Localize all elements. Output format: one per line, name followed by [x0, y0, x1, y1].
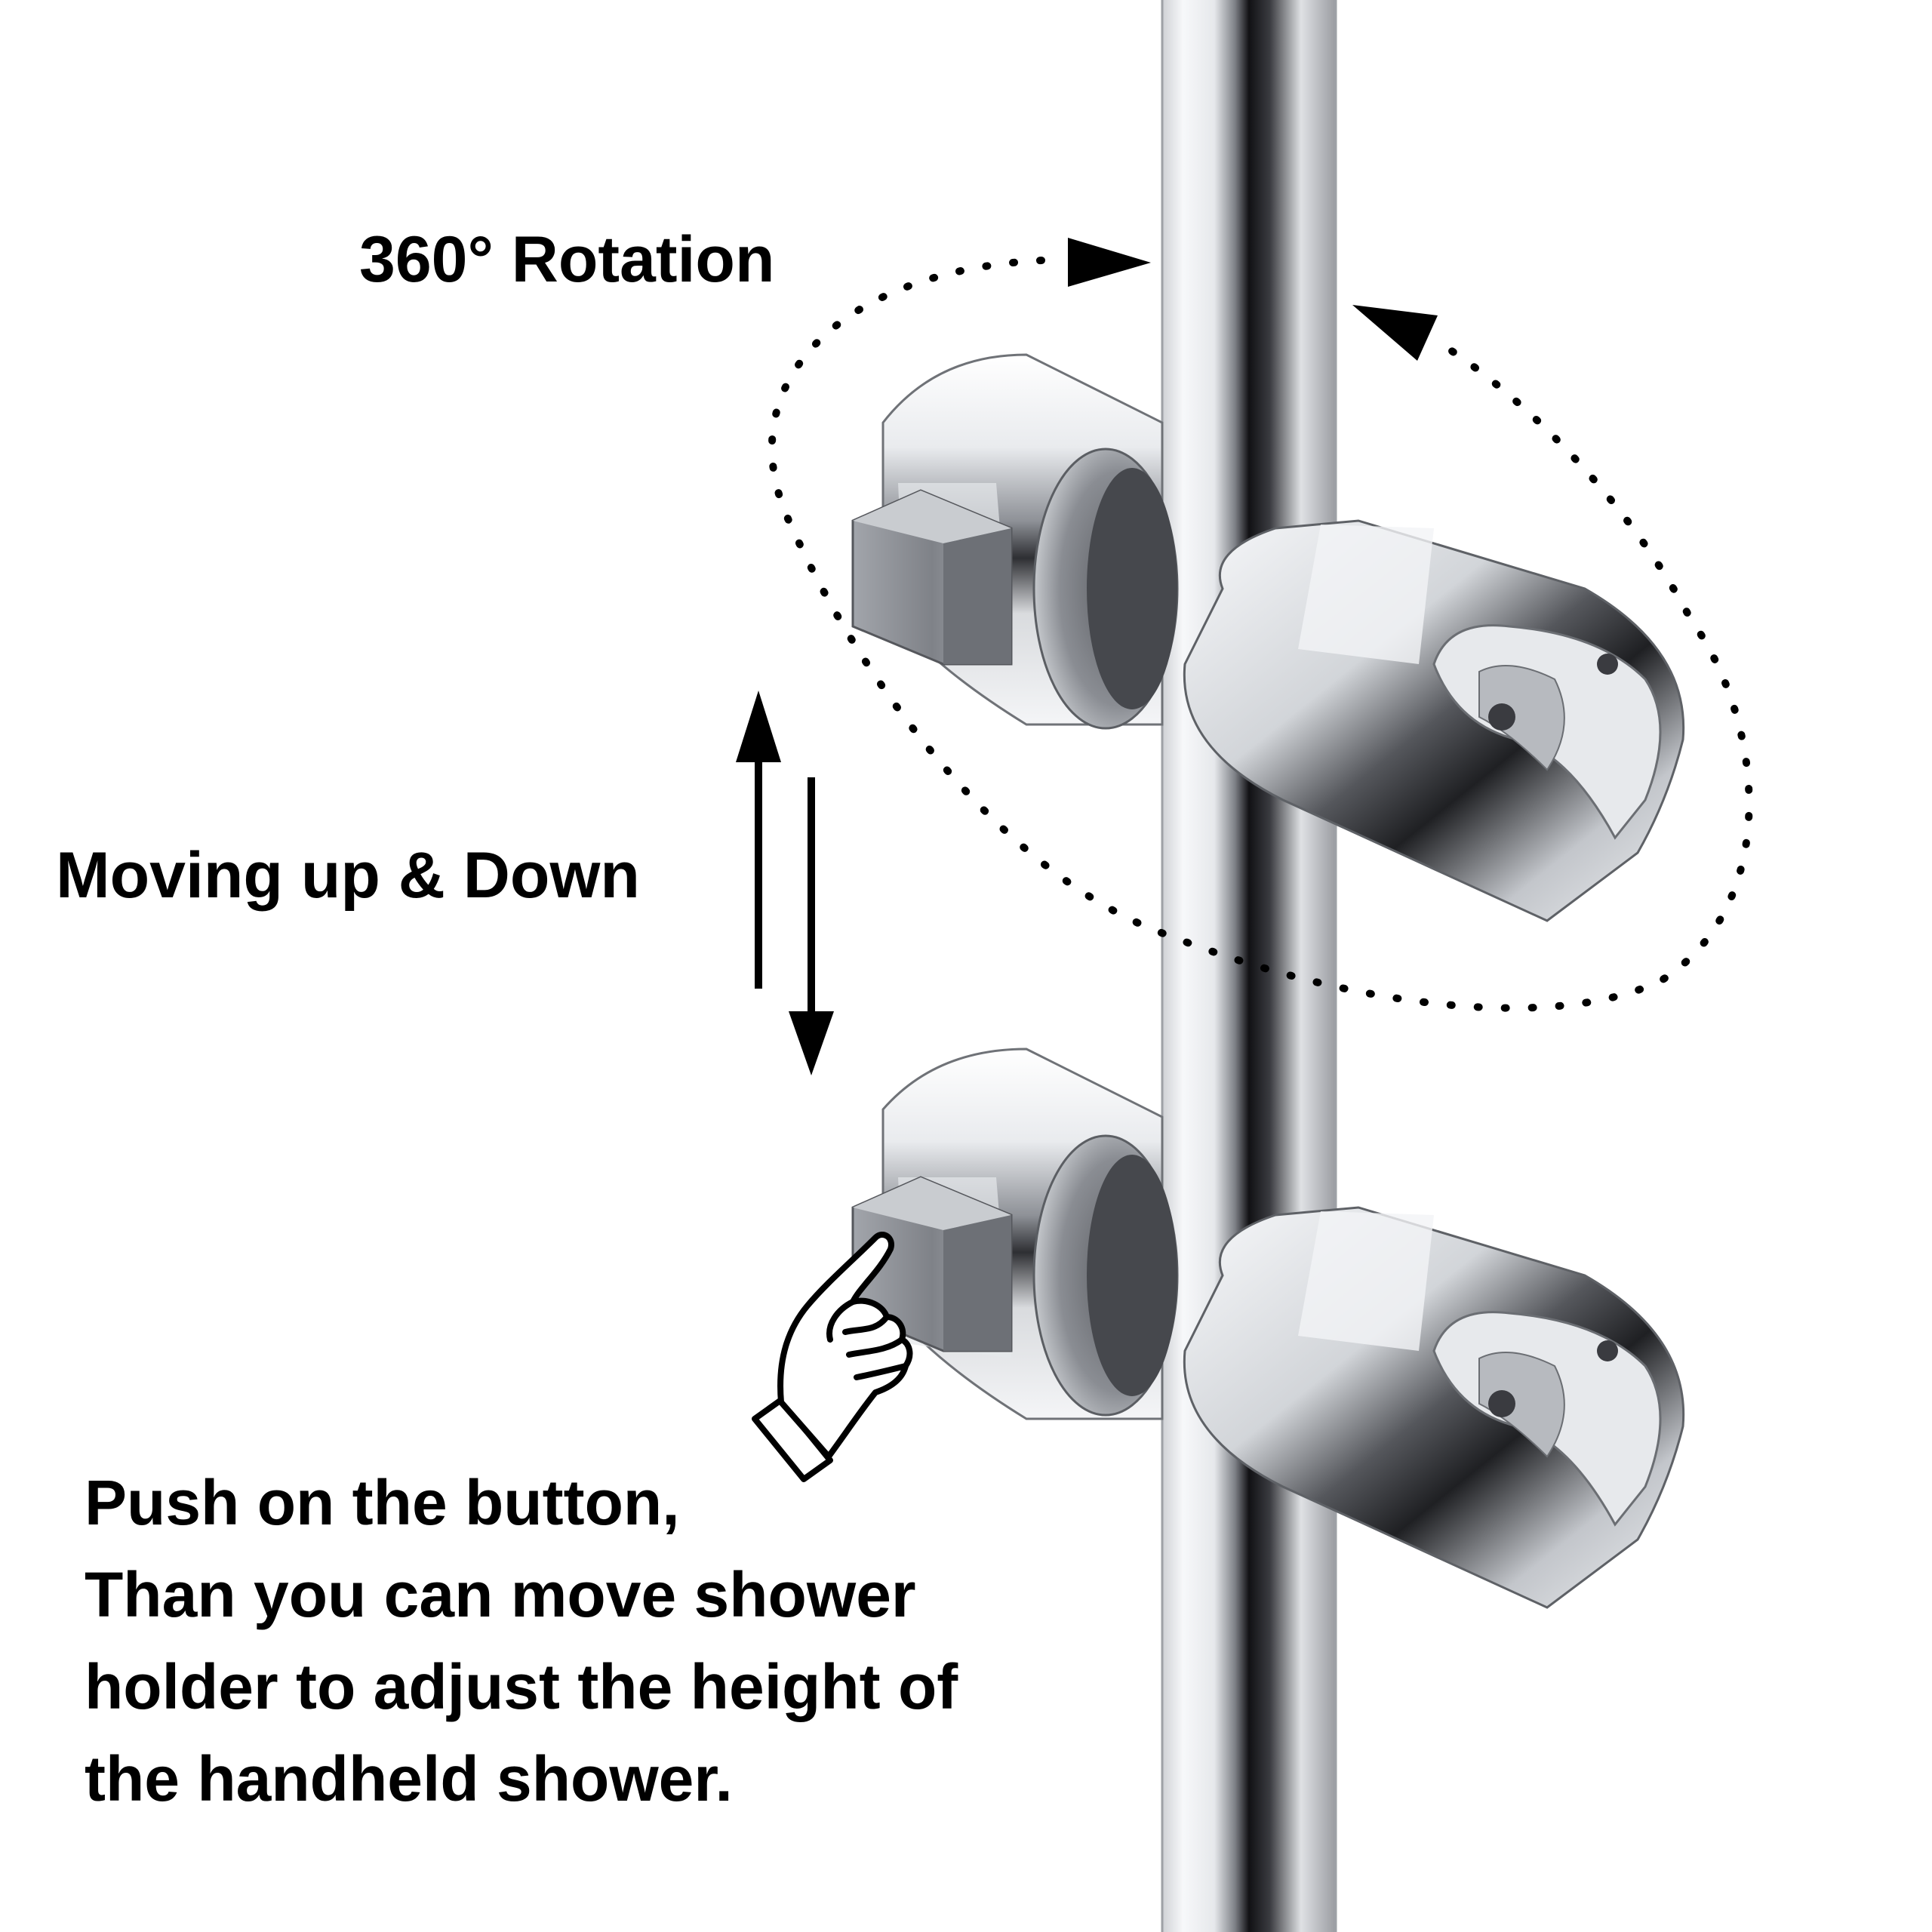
pointing-hand-icon — [752, 1232, 913, 1482]
slide-rail-rod — [1161, 0, 1337, 1932]
shower-holder-upper — [851, 353, 1685, 922]
rotation-label: 360° Rotation — [359, 223, 775, 296]
shower-holder-lower — [851, 1048, 1685, 1609]
up-down-arrows-icon — [736, 691, 834, 1075]
instructions-line: Than you can move shower — [85, 1559, 916, 1630]
moving-up-down-label: Moving up & Down — [56, 839, 640, 912]
instructions-text: Push on the button, Than you can move sh… — [85, 1457, 1141, 1825]
instructions-line: holder to adjust the height of — [85, 1651, 958, 1722]
instructions-line: the handheld shower. — [85, 1743, 733, 1814]
release-button-lower — [851, 1176, 1013, 1352]
instructions-line: Push on the button, — [85, 1467, 680, 1538]
release-button-upper — [851, 489, 1013, 666]
dotted-rotation-arrow-icon — [768, 238, 1753, 1012]
